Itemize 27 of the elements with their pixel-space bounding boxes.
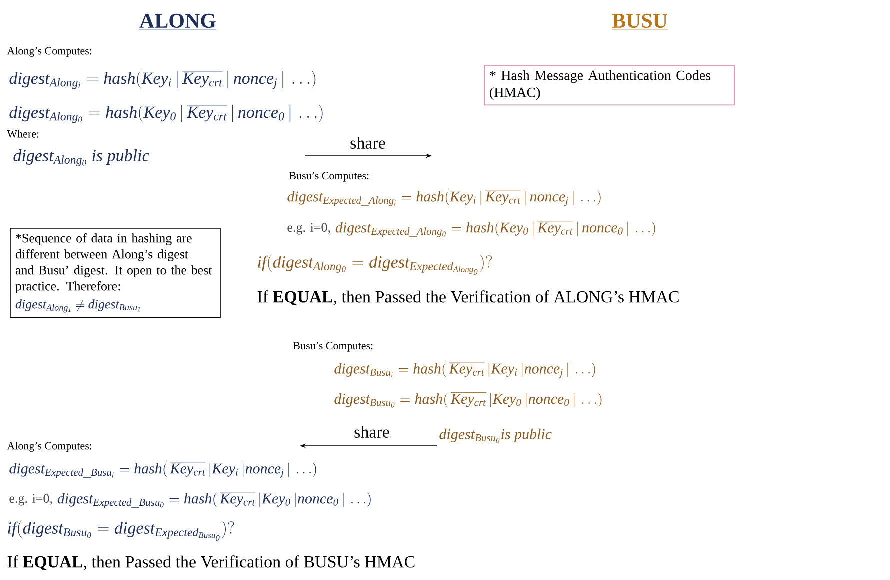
- arrow-label: share: [350, 137, 386, 149]
- formula: $\mathit{digest_{Expected\_Busu_i} = hash(\,\overline{Key_{crt}} \,|Key_i \,|nonce_j \,|\, \ldots)}$: [10, 462, 316, 478]
- formula: $\mathit{if(digest_{Busu_0} = digest_{Expected_{Busu_0}})?}$: [8, 520, 234, 542]
- arrow-label: share: [354, 426, 390, 438]
- formula: $\mathit{digest_{Expected\_Busu_0} = hash(\,\overline{Key_{crt}} \,|Key_0 \,|nonce_0 \,|\, \ldots)}$: [58, 492, 371, 508]
- result-text: If EQUAL, then Passed the Verification of ALONG’s HMAC: [258, 290, 679, 306]
- example-label: e.g. i=0,: [288, 223, 330, 235]
- heading: BUSU: [612, 14, 668, 30]
- section-label: Busu’s Computes:: [290, 172, 369, 182]
- formula: $\mathit{digest_{Expected\_Along_0} = hash(Key_0 \,|\, \overline{Key_{crt}} \,|\, nonce_0 \,|\, \ldots)}$: [336, 221, 656, 238]
- formula: $\mathit{digest_{Along_0} = hash(Key_0 \,|\, \overline{Key_{crt}} \,|\, nonce_0 \,|\, \ldots)}$: [10, 105, 323, 124]
- formula: $\mathit{if(digest_{Along_0} = digest_{Expected_{Along_0}})?}$: [258, 254, 492, 276]
- section-label: Along’s Computes:: [7, 442, 92, 452]
- formula: $\mathit{digest_{Along_0}\ is\ public}$: [14, 150, 150, 166]
- result-text: If EQUAL, then Passed the Verification of BUSU’s HMAC: [8, 556, 415, 570]
- note-box: * Hash Message Authentication Codes (HMAC): [484, 65, 735, 106]
- formula: $\mathit{digest_{Along_i} = hash(Key_i \,|\, \overline{Key_{crt}} \,|\, nonce_j \,|\, \ldots)}$: [10, 71, 316, 90]
- example-label: e.g. i=0,: [10, 494, 52, 506]
- note-box: *Sequence of data in hashing are different between Along’s digest and Busu’ digest. It open to the best practice. Therefore: $\mathit{digest_{Along_1}} \neq \mathit{digest_{Busu_1}}$: [10, 228, 221, 318]
- section-label: Along’s Computes:: [7, 47, 92, 57]
- formula: $\mathit{digest_{Busu_0} is\ public}$: [440, 428, 552, 444]
- heading: ALONG: [139, 14, 217, 30]
- section-label: Where:: [7, 130, 39, 138]
- formula: $\mathit{digest_{Busu_0} = hash(\,\overline{Key_{crt}} \,|Key_0 \,|nonce_0 \,|\, \ldots)}$: [334, 392, 602, 408]
- section-label: Busu’s Computes:: [294, 342, 373, 352]
- formula: $\mathit{digest_{Busu_i} = hash(\,\overline{Key_{crt}} \,|Key_i \,|nonce_j \,|\, \ldots)}$: [334, 362, 596, 378]
- formula: $\mathit{digest_{Expected\_Along_i} = hash(Key_i \,|\, \overline{Key_{crt}} \,|\, nonce_j \,|\, \ldots)}$: [288, 190, 601, 206]
